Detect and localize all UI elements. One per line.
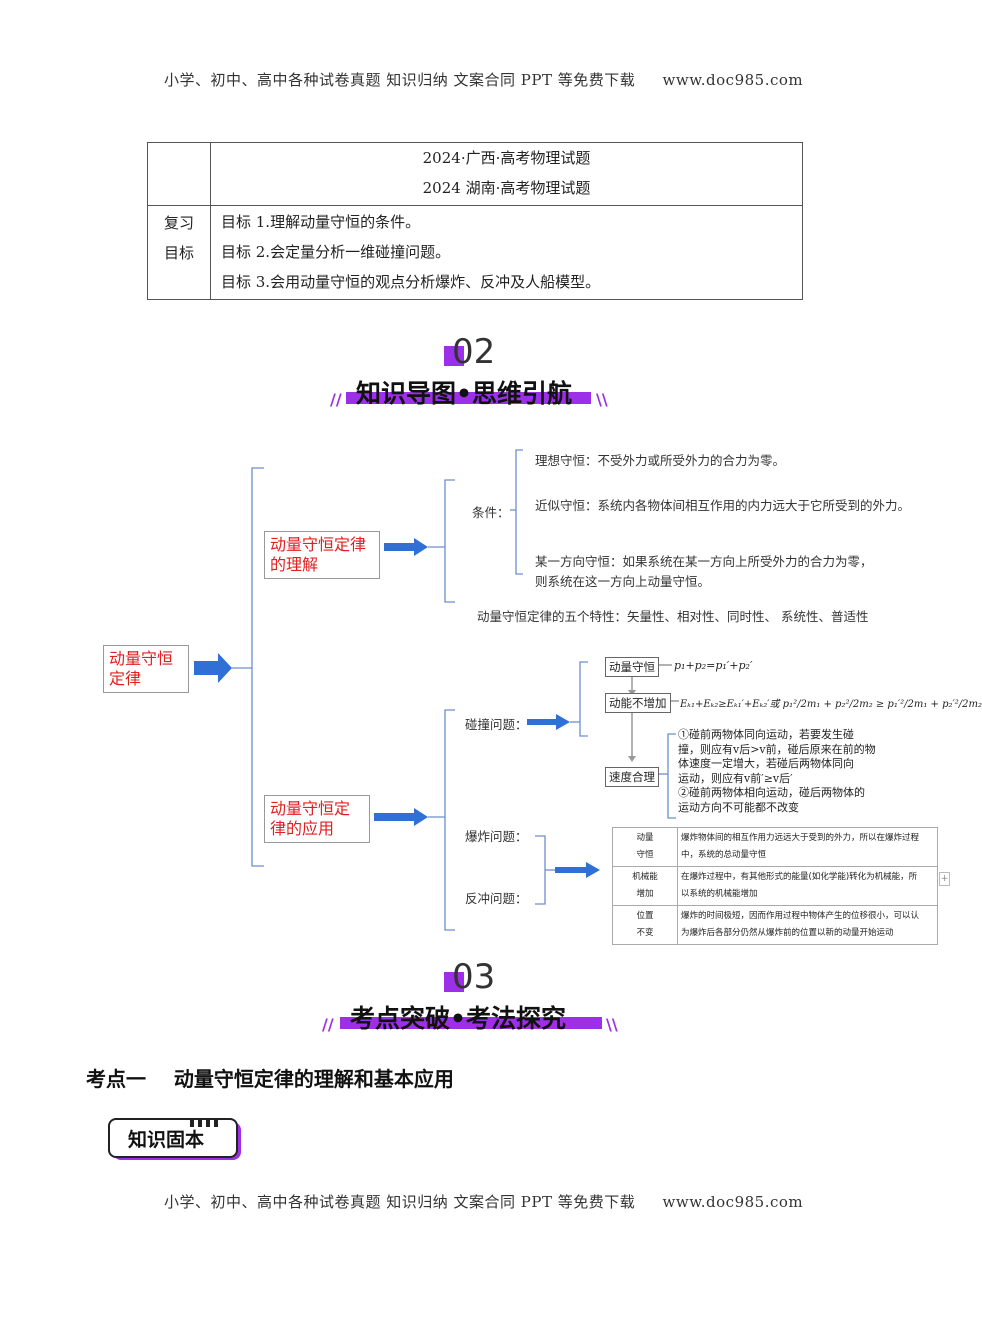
explosion-bracket <box>535 835 546 905</box>
page-header: 小学、初中、高中各种试卷真题 知识归纳 文案合同 PPT 等免费下载 www.d… <box>164 69 803 90</box>
section-title-band <box>340 1017 602 1029</box>
header-site: www.doc985.com <box>662 71 804 89</box>
condition-bracket <box>515 449 523 575</box>
explosion-table: 动量守恒 爆炸物体间的相互作用力远远大于受到的外力，所以在爆炸过程中，系统的总动… <box>612 827 938 945</box>
branch1-arrow <box>384 538 428 556</box>
speed-bracket <box>667 733 676 819</box>
collision-label: 碰撞问题： <box>465 717 528 732</box>
table-add-handle[interactable]: + <box>939 872 950 886</box>
slash-decoration-right: \\ <box>606 1015 618 1034</box>
root-bracket <box>251 467 264 867</box>
cond-direction-2: 则系统在这一方向上动量守恒。 <box>535 574 711 589</box>
page-footer: 小学、初中、高中各种试卷真题 知识归纳 文案合同 PPT 等免费下载 www.d… <box>164 1191 803 1212</box>
label-goal: 目标 <box>163 244 194 262</box>
cond-approx: 近似守恒：系统内各物体间相互作用的内力远大于它所受到的外力。 <box>535 498 911 513</box>
goal-3: 目标 3.会用动量守恒的观点分析爆炸、反冲及人船模型。 <box>221 273 601 291</box>
section-number: 02 <box>452 332 496 372</box>
root-node: 动量守恒定律 <box>103 645 189 693</box>
badge-label: 知识固本 <box>128 1129 205 1151</box>
branch1-bracket <box>444 479 455 603</box>
slash-decoration-left: // <box>322 1015 334 1034</box>
header-text: 小学、初中、高中各种试卷真题 知识归纳 文案合同 PPT 等免费下载 <box>164 71 636 89</box>
review-goal-table: 2024·广西·高考物理试题 2024 湖南·高考物理试题 复习 目标 目标 1… <box>147 142 803 300</box>
cond-ideal: 理想守恒：不受外力或所受外力的合力为零。 <box>535 453 786 468</box>
table-row: 位置不变 爆炸的时间极短，因而作用过程中物体产生的位移很小，可以认为爆炸后各部分… <box>612 905 938 945</box>
branch2-bracket <box>444 709 455 931</box>
explosion-arrow <box>555 862 600 878</box>
section-title-band <box>346 392 591 404</box>
box-speed-reasonable: 速度合理 <box>605 767 659 787</box>
branch-application: 动量守恒定律的应用 <box>264 795 370 843</box>
slash-decoration-right: \\ <box>596 390 608 409</box>
box-energy-no-increase: 动能不增加 <box>605 693 671 713</box>
source-2: 2024 湖南·高考物理试题 <box>422 179 591 197</box>
table-row: 动量守恒 爆炸物体间的相互作用力远远大于受到的外力，所以在爆炸过程中，系统的总动… <box>612 827 938 867</box>
section-number-accent <box>444 346 464 366</box>
collision-arrow <box>527 714 570 730</box>
mindmap-arrows <box>194 538 600 878</box>
section-number-accent <box>444 972 464 992</box>
formula-energy: Eₖ₁+Eₖ₂≥Eₖ₁′+Eₖ₂′或 p₁²/2m₁ + p₂²/2m₂ ≥ p… <box>680 699 982 710</box>
section-title: 考点突破•考法探究 <box>350 1004 566 1033</box>
label-review: 复习 <box>163 214 194 232</box>
footer-text: 小学、初中、高中各种试卷真题 知识归纳 文案合同 PPT 等免费下载 <box>164 1193 636 1211</box>
source-1: 2024·广西·高考物理试题 <box>422 149 591 167</box>
explosion-label: 爆炸问题： <box>465 829 528 844</box>
section-number: 03 <box>452 957 496 997</box>
five-properties: 动量守恒定律的五个特性：矢量性、相对性、同时性、 系统性、普适性 <box>477 609 869 624</box>
branch-understanding: 动量守恒定律的理解 <box>264 531 380 579</box>
badge-binder <box>190 1112 230 1127</box>
root-arrow <box>194 653 232 683</box>
slash-decoration-left: // <box>330 390 342 409</box>
formula-momentum: p₁+p₂=p₁′+p₂′ <box>674 659 753 672</box>
section-title: 知识导图•思维引航 <box>356 379 572 408</box>
goal-2: 目标 2.会定量分析一维碰撞问题。 <box>221 243 451 261</box>
exam-point-heading: 考点一 动量守恒定律的理解和基本应用 <box>86 1067 454 1091</box>
cond-direction-1: 某一方向守恒：如果系统在某一方向上所受外力的合力为零， <box>535 554 873 569</box>
condition-label: 条件： <box>472 505 510 520</box>
table-row: 机械能增加 在爆炸过程中，有其他形式的能量(如化学能)转化为机械能，所以系统的机… <box>612 866 938 906</box>
branch2-arrow <box>374 808 428 826</box>
box-momentum-conserved: 动量守恒 <box>605 657 659 677</box>
speed-explanation: ①碰前两物体同向运动，若要发生碰 撞，则应有v后>v前，碰后原来在前的物 体速度… <box>678 728 876 814</box>
collision-bracket <box>579 661 588 737</box>
goal-1: 目标 1.理解动量守恒的条件。 <box>221 213 421 231</box>
footer-site: www.doc985.com <box>662 1193 804 1211</box>
mindmap-connectors <box>194 449 679 931</box>
recoil-label: 反冲问题： <box>465 891 528 906</box>
